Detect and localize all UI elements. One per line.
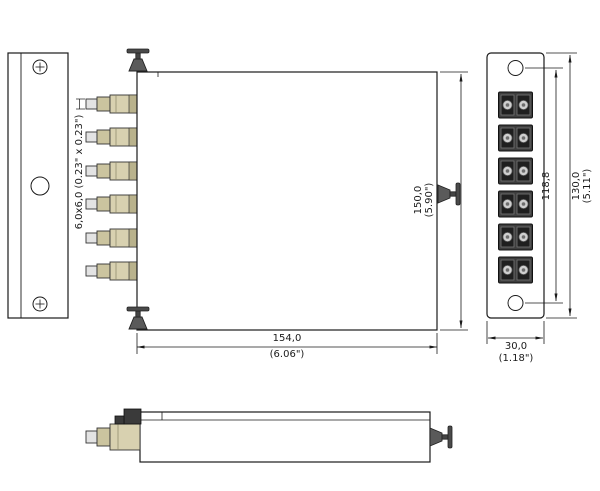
dim-body-height-mm: 150,0	[413, 185, 424, 215]
fiber-connector	[85, 127, 138, 147]
mounting-hole-bottom	[507, 295, 524, 311]
module-outline	[136, 71, 438, 331]
screw-bottom-icon	[32, 296, 48, 312]
dim-body-width-in: (6.06")	[269, 349, 305, 360]
fiber-connector	[85, 161, 138, 181]
dim-panel-height-in: (5.11")	[582, 168, 593, 204]
fiber-connector	[85, 94, 138, 114]
dim-panel-height-label: 130,0 (5.11")	[571, 161, 593, 211]
latch-lever	[114, 408, 142, 425]
fiber-connector	[85, 228, 138, 248]
module-side-outline	[139, 411, 431, 463]
duplex-adapter	[498, 223, 533, 251]
duplex-adapter	[498, 157, 533, 185]
dim-panel-height-mm: 130,0	[571, 171, 582, 201]
front-panel-outline	[486, 52, 545, 319]
duplex-adapter	[498, 190, 533, 218]
dim-module-width-lines	[136, 333, 438, 354]
module-body-view	[126, 48, 461, 331]
front-panel-view	[486, 52, 545, 319]
dim-connector-size-lines	[76, 98, 85, 110]
dim-connector-size-label: 6,0x6,0 (0.23" x 0.23")	[74, 114, 85, 230]
latch-pin-right	[437, 182, 461, 206]
side-elevation-view	[85, 408, 453, 463]
latch-pin-top	[126, 48, 150, 72]
center-hole	[30, 176, 50, 196]
dim-module-height-lines	[440, 71, 468, 331]
fiber-connector	[85, 261, 138, 281]
dim-panel-width-in: (1.18")	[498, 353, 534, 364]
screw-top-icon	[32, 59, 48, 75]
duplex-adapter	[498, 91, 533, 119]
rear-panel-view	[7, 52, 69, 319]
fiber-connector	[85, 194, 138, 214]
fiber-connector-side	[85, 423, 141, 451]
duplex-adapter	[498, 256, 533, 284]
dim-panel-height-lines	[546, 52, 577, 319]
dim-hole-spacing-lines	[525, 67, 563, 304]
dim-hole-spacing-label: 118,8	[541, 171, 552, 201]
dim-panel-width-mm: 30,0	[504, 341, 528, 352]
connector-column	[85, 94, 138, 281]
latch-pin-side	[429, 425, 453, 449]
dim-panel-width-lines	[486, 321, 545, 344]
duplex-adapter	[498, 124, 533, 152]
dim-body-width-mm: 154,0	[272, 333, 302, 344]
dim-body-height-in: (5.90")	[424, 182, 435, 218]
dim-body-height-label: 150,0 (5.90")	[413, 175, 435, 225]
mounting-hole-top	[507, 60, 524, 76]
